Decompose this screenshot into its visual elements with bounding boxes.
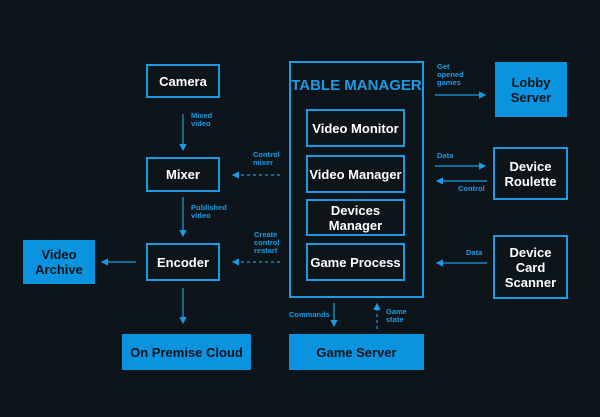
on-premise-cloud-node: On Premise Cloud	[122, 334, 251, 370]
video-archive-label: Video Archive	[35, 247, 83, 277]
game-server-node: Game Server	[289, 334, 424, 370]
video-monitor-node: Video Monitor	[306, 109, 405, 147]
game-process-node: Game Process	[306, 243, 405, 281]
label-create-control-restart: Create control restart	[254, 230, 280, 255]
devices-manager-node: Devices Manager	[306, 199, 405, 236]
label-game-state: Game state	[386, 307, 407, 324]
video-archive-node: Video Archive	[23, 240, 95, 284]
video-manager-label: Video Manager	[309, 166, 402, 182]
camera-label: Camera	[159, 73, 207, 89]
lobby-server-label: Lobby Server	[510, 74, 552, 105]
label-control-mixer: Control mixer	[253, 150, 280, 167]
table-manager-title: TABLE MANAGER	[291, 77, 422, 94]
lobby-server-node: Lobby Server	[495, 62, 567, 117]
label-get-opened-games: Get opened games	[437, 62, 464, 87]
label-commands: Commands	[289, 310, 330, 319]
encoder-label: Encoder	[156, 254, 209, 270]
game-server-label: Game Server	[316, 344, 397, 360]
mixer-node: Mixer	[146, 157, 220, 192]
on-premise-cloud-label: On Premise Cloud	[130, 344, 243, 360]
video-monitor-label: Video Monitor	[312, 120, 399, 136]
devices-manager-label: Devices Manager	[328, 202, 383, 233]
encoder-node: Encoder	[146, 243, 220, 281]
label-mixed-video: Mixed video	[191, 111, 213, 128]
game-process-label: Game Process	[310, 254, 401, 270]
mixer-label: Mixer	[166, 167, 200, 182]
table-manager-container	[289, 61, 424, 298]
label-control-roulette: Control	[458, 184, 485, 193]
video-manager-node: Video Manager	[306, 155, 405, 193]
label-data-scanner: Data	[466, 248, 483, 257]
device-roulette-label: Device Roulette	[504, 158, 557, 189]
device-card-scanner-label: Device Card Scanner	[504, 244, 557, 290]
label-published-video: Published video	[191, 203, 227, 220]
camera-node: Camera	[146, 64, 220, 98]
device-card-scanner-node: Device Card Scanner	[493, 235, 568, 299]
label-data-roulette: Data	[437, 151, 454, 160]
device-roulette-node: Device Roulette	[493, 147, 568, 200]
